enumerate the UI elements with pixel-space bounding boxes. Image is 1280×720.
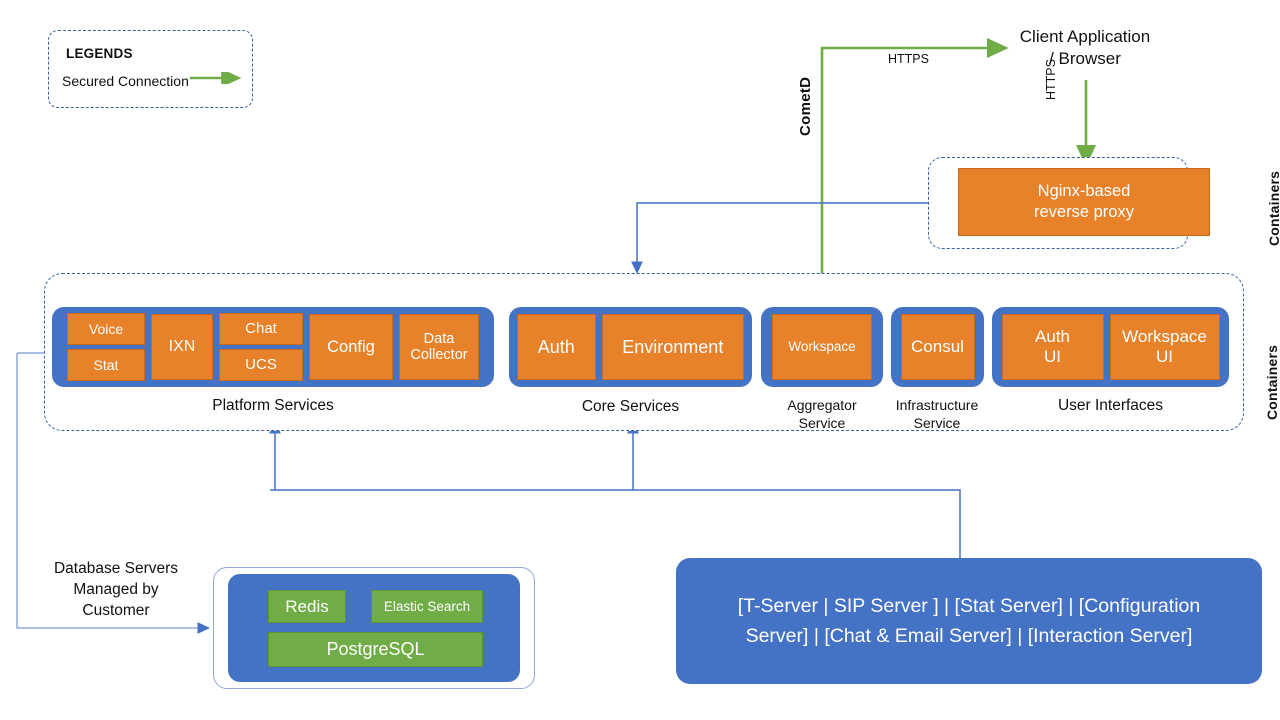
database-label-line3: Customer: [82, 602, 150, 619]
proxy-to-containers-connector: [631, 202, 928, 275]
auth-ui-line1: Auth: [1035, 327, 1070, 346]
service-chat[interactable]: Chat: [219, 313, 303, 345]
service-consul[interactable]: Consul: [900, 314, 975, 380]
containers-label-main: Containers: [1264, 344, 1280, 420]
service-voice[interactable]: Voice: [67, 313, 145, 345]
database-label-line1: Database Servers: [53, 560, 179, 577]
servers-bus-connector: [270, 489, 961, 558]
group-infrastructure-service[interactable]: Consul: [891, 307, 984, 387]
data-collector-line1: Data: [423, 331, 455, 347]
caption-core-services: Core Services: [581, 398, 680, 415]
service-data-collector[interactable]: Data Collector: [399, 314, 479, 380]
legacy-servers-line1: [T-Server | SIP Server ] | [Stat Server]…: [737, 595, 1201, 617]
nginx-title-line2: reverse proxy: [1034, 203, 1134, 221]
group-user-interfaces[interactable]: Auth UI Workspace UI: [992, 307, 1229, 387]
service-stat[interactable]: Stat: [67, 349, 145, 381]
service-ucs[interactable]: UCS: [219, 349, 303, 381]
platform-voice-stat-column: Voice Stat: [67, 313, 145, 381]
service-auth-ui[interactable]: Auth UI: [1001, 314, 1104, 380]
data-collector-line2: Collector: [410, 347, 468, 363]
client-application-label: Client Application / Browser: [1000, 26, 1170, 70]
legend-item-label: Secured Connection: [62, 73, 189, 89]
legacy-servers-text: [T-Server | SIP Server ] | [Stat Server]…: [738, 591, 1200, 651]
aggregator-caption-line2: Service: [798, 415, 846, 431]
infrastructure-caption-line1: Infrastructure: [895, 397, 979, 413]
database-servers-label: Database Servers Managed by Customer: [36, 558, 196, 621]
nginx-title-line1: Nginx-based: [1037, 182, 1131, 200]
cometd-label: CometD: [797, 76, 814, 136]
aggregator-caption-line1: Aggregator: [787, 397, 857, 413]
service-config[interactable]: Config: [309, 314, 393, 380]
legacy-servers-node[interactable]: [T-Server | SIP Server ] | [Stat Server]…: [676, 558, 1262, 684]
caption-aggregator-service: Aggregator Service: [761, 396, 883, 432]
database-redis[interactable]: Redis: [268, 590, 346, 623]
infrastructure-caption-line2: Service: [913, 415, 961, 431]
service-workspace-ui[interactable]: Workspace UI: [1109, 314, 1220, 380]
group-platform-services[interactable]: Voice Stat IXN Chat UCS Config Data Coll…: [52, 307, 494, 387]
workspace-ui-line2: UI: [1156, 347, 1173, 366]
caption-user-interfaces: User Interfaces: [1057, 397, 1164, 414]
client-application-line1: Client Application: [1019, 27, 1151, 46]
caption-infrastructure-service: Infrastructure Service: [876, 396, 998, 432]
database-postgresql[interactable]: PostgreSQL: [268, 632, 483, 667]
https-vertical-label: HTTPS: [1044, 59, 1058, 100]
legend-title: LEGENDS: [66, 46, 133, 61]
https-horizontal-label: HTTPS: [888, 52, 929, 66]
client-application-line2: / Browser: [1049, 49, 1121, 68]
legend-panel: [48, 30, 253, 108]
legacy-servers-line2: Server] | [Chat & Email Server] | [Inter…: [745, 625, 1193, 647]
database-elastic-search[interactable]: Elastic Search: [371, 590, 483, 623]
nginx-reverse-proxy-node[interactable]: Nginx-based reverse proxy: [958, 168, 1210, 236]
auth-ui-line2: UI: [1044, 347, 1061, 366]
platform-chat-ucs-column: Chat UCS: [219, 313, 303, 381]
service-auth[interactable]: Auth: [517, 314, 596, 380]
caption-platform-services: Platform Services: [212, 397, 334, 414]
service-environment[interactable]: Environment: [601, 314, 744, 380]
containers-label-proxy: Containers: [1266, 170, 1280, 246]
service-ixn[interactable]: IXN: [151, 314, 213, 380]
database-label-line2: Managed by: [73, 581, 159, 598]
workspace-ui-line1: Workspace: [1122, 327, 1207, 346]
legend-arrow-icon: [190, 72, 242, 84]
service-workspace[interactable]: Workspace: [772, 314, 872, 380]
group-aggregator-service[interactable]: Workspace: [761, 307, 883, 387]
group-core-services[interactable]: Auth Environment: [509, 307, 752, 387]
